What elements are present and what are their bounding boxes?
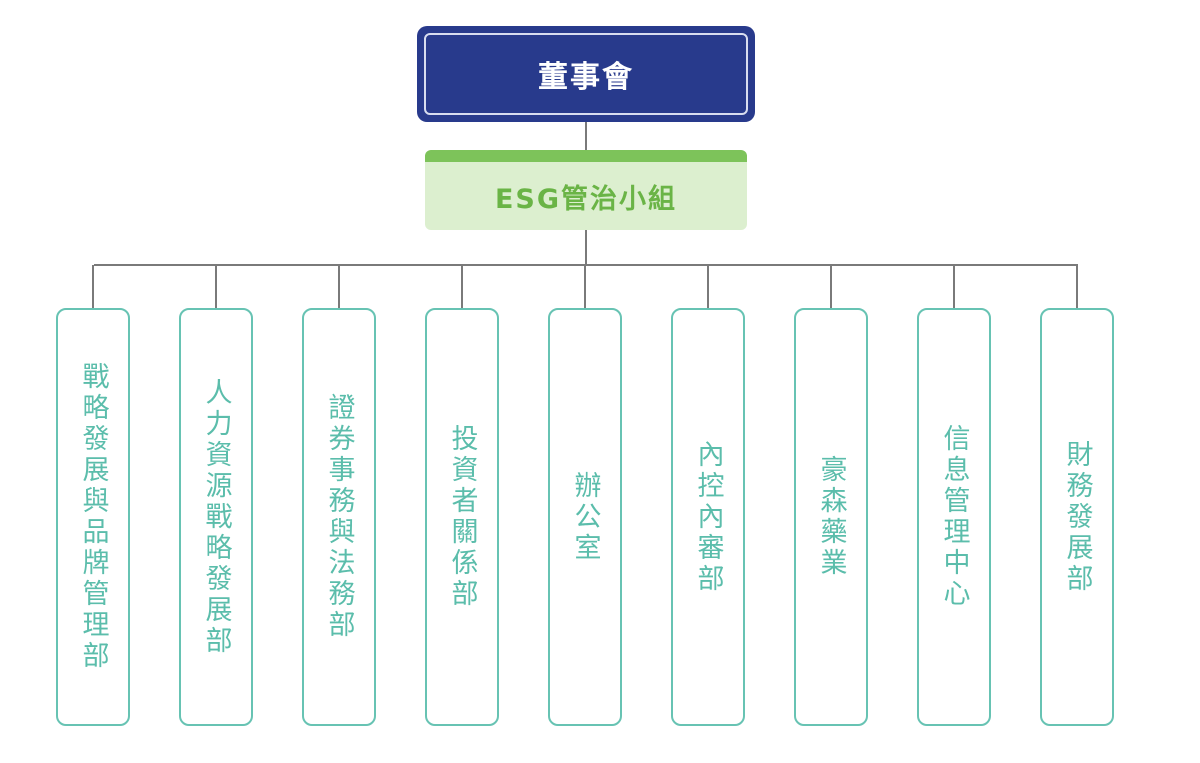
dept-label: 辦公室 (569, 470, 601, 564)
dept-label: 戰略發展與品牌管理部 (77, 362, 109, 672)
dept-strategy-brand: 戰略發展與品牌管理部 (56, 308, 130, 726)
board-node: 董事會 (417, 26, 755, 122)
dept-label: 內控內審部 (692, 439, 724, 595)
dept-investor-relations: 投資者關係部 (425, 308, 499, 726)
dept-label: 豪森藥業 (815, 455, 847, 579)
department-drop-lines (92, 265, 1078, 308)
dept-label: 信息管理中心 (938, 424, 970, 610)
dept-label: 人力資源戰略發展部 (200, 377, 232, 657)
esg-committee-node: ESG管治小組 (425, 150, 747, 230)
dept-office: 辦公室 (548, 308, 622, 726)
dept-hansoh-pharma: 豪森藥業 (794, 308, 868, 726)
dept-securities-legal: 證券事務與法務部 (302, 308, 376, 726)
dept-info-management: 信息管理中心 (917, 308, 991, 726)
board-label: 董事會 (424, 33, 748, 115)
dept-label: 證券事務與法務部 (323, 393, 355, 641)
dept-hr-strategy: 人力資源戰略發展部 (179, 308, 253, 726)
esg-committee-label: ESG管治小組 (494, 183, 678, 215)
dept-internal-audit: 內控內審部 (671, 308, 745, 726)
dept-label: 投資者關係部 (446, 424, 478, 610)
dept-finance: 財務發展部 (1040, 308, 1114, 726)
dept-label: 財務發展部 (1061, 439, 1093, 595)
